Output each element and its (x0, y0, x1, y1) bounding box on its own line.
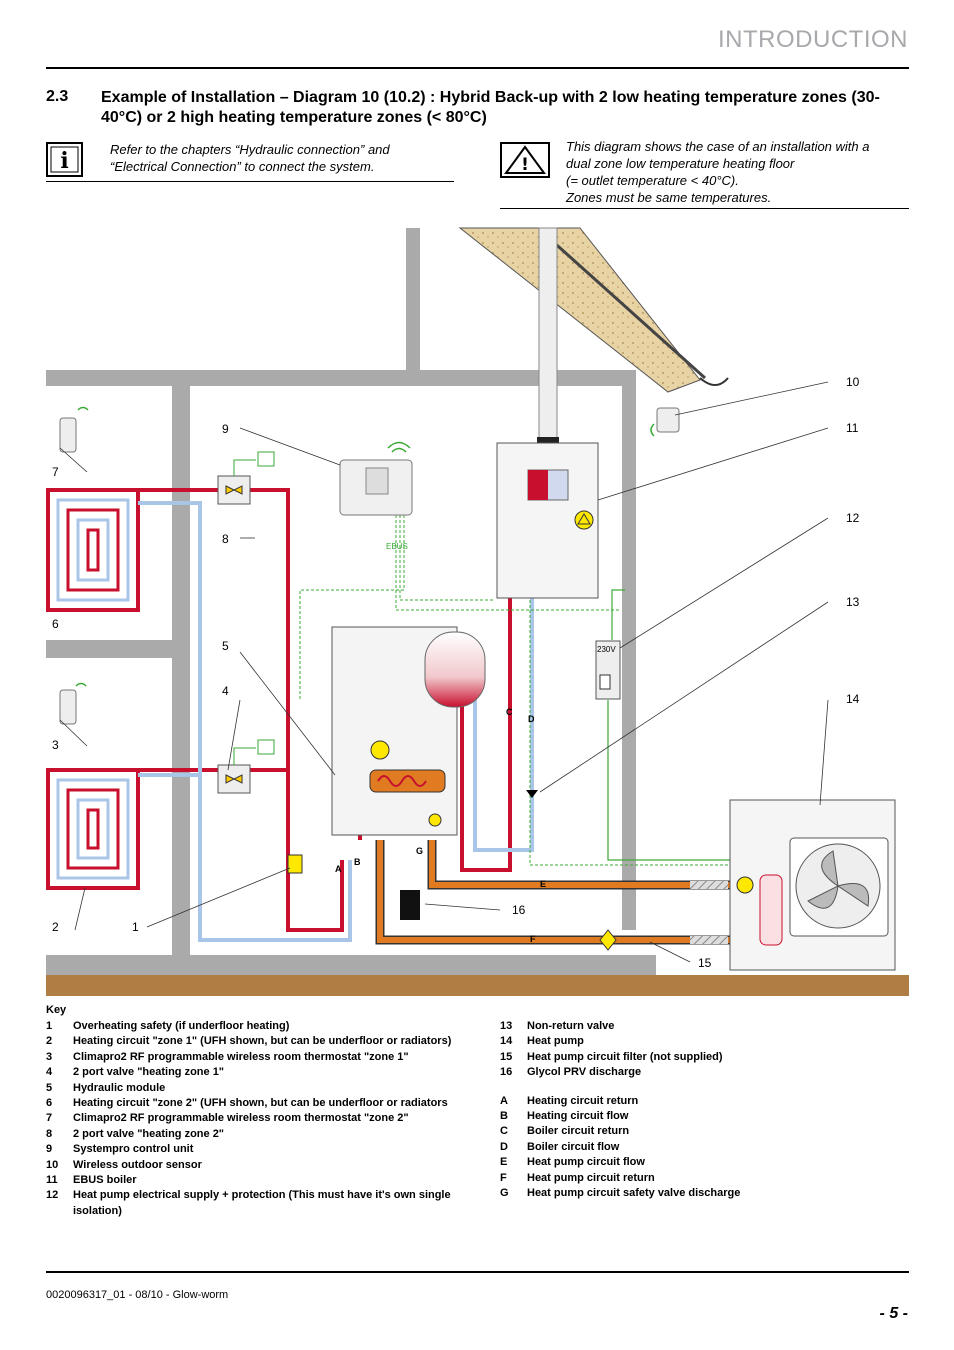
roof (458, 227, 729, 393)
diagram-letter: G (416, 846, 424, 856)
diagram-label: 2 (52, 920, 59, 934)
heat-pump-electrical-supply (595, 640, 621, 700)
header-rule (46, 67, 909, 69)
valve-zone-1 (217, 739, 275, 794)
diagram-label: 9 (222, 422, 229, 436)
info-note-line: “Electrical Connection” to connect the s… (110, 159, 375, 174)
diagram-label: 16 (512, 903, 526, 917)
ufh-zone-1 (46, 768, 140, 890)
svg-text:i: i (60, 148, 68, 174)
diagram-label: 15 (698, 956, 712, 970)
building-walls (46, 228, 656, 975)
section-number: 2.3 (46, 88, 69, 105)
installation-diagram (46, 227, 909, 996)
control-wiring (299, 515, 730, 866)
heat-pump-filter (599, 929, 617, 951)
power-wiring (607, 589, 730, 861)
diagram-label: 11 (846, 421, 859, 435)
leader-lines (59, 381, 829, 963)
diagram-letter: D (528, 714, 535, 724)
voltage-label: 230V (597, 645, 616, 654)
info-icon: i (46, 142, 83, 177)
warning-note-line: dual zone low temperature heating floor (566, 156, 795, 171)
info-note-line: Refer to the chapters “Hydraulic connect… (110, 142, 390, 157)
diagram-label: 1 (132, 920, 139, 934)
warning-note-rule (500, 208, 909, 209)
diagram-label: 10 (846, 375, 860, 389)
warning-note-line: Zones must be same temperatures. (566, 190, 772, 205)
diagram-letter: B (354, 857, 361, 867)
footer-rule (46, 1271, 909, 1273)
warning-note-line: (= outlet temperature < 40°C). (566, 173, 739, 188)
diagram-label: 4 (222, 684, 229, 698)
diagram-letter: F (530, 934, 536, 944)
info-note-text: Refer to the chapters “Hydraulic connect… (110, 141, 450, 175)
diagram-label: 14 (846, 692, 860, 706)
diagram-label: 3 (52, 738, 59, 752)
header-section-title: INTRODUCTION (718, 26, 908, 53)
diagram-letter: E (540, 879, 547, 889)
diagram-label: 13 (846, 595, 860, 609)
glycol-prv-container (400, 890, 420, 920)
diagram-label: 7 (52, 465, 59, 479)
diagram-letter: A (335, 864, 342, 874)
warning-note-line: This diagram shows the case of an instal… (566, 139, 870, 154)
diagram-label: 5 (222, 639, 229, 653)
flue (538, 227, 558, 444)
doc-reference: 0020096317_01 - 08/10 - Glow-worm (46, 1289, 229, 1301)
hydraulic-module (331, 626, 486, 836)
info-note-rule (46, 181, 454, 182)
diagram-label: 12 (846, 511, 860, 525)
overheating-safety (287, 854, 303, 874)
diagram-label: 8 (222, 532, 229, 546)
diagram-letter: C (506, 707, 513, 717)
room-thermostat-zone-1 (59, 682, 87, 725)
ground (46, 975, 909, 996)
diagram-label: 6 (52, 617, 59, 631)
wireless-outdoor-sensor (650, 407, 680, 437)
systempro-control-unit (339, 441, 413, 516)
ebus-boiler (496, 442, 599, 599)
heat-pump (729, 799, 896, 971)
warning-icon: ! (500, 142, 550, 178)
page-number: - 5 - (879, 1305, 908, 1322)
svg-text:!: ! (521, 155, 529, 175)
ebus-label: EBUS (386, 542, 408, 551)
ufh-zone-2 (46, 488, 140, 612)
glycol-pipes (375, 840, 760, 945)
valve-zone-2 (217, 451, 275, 505)
section-title: Example of Installation – Diagram 10 (10… (101, 89, 880, 126)
key-heading: Key (46, 1004, 67, 1016)
non-return-valve (526, 790, 538, 798)
warning-note-text: This diagram shows the case of an instal… (566, 138, 911, 206)
room-thermostat-zone-2 (59, 406, 89, 453)
